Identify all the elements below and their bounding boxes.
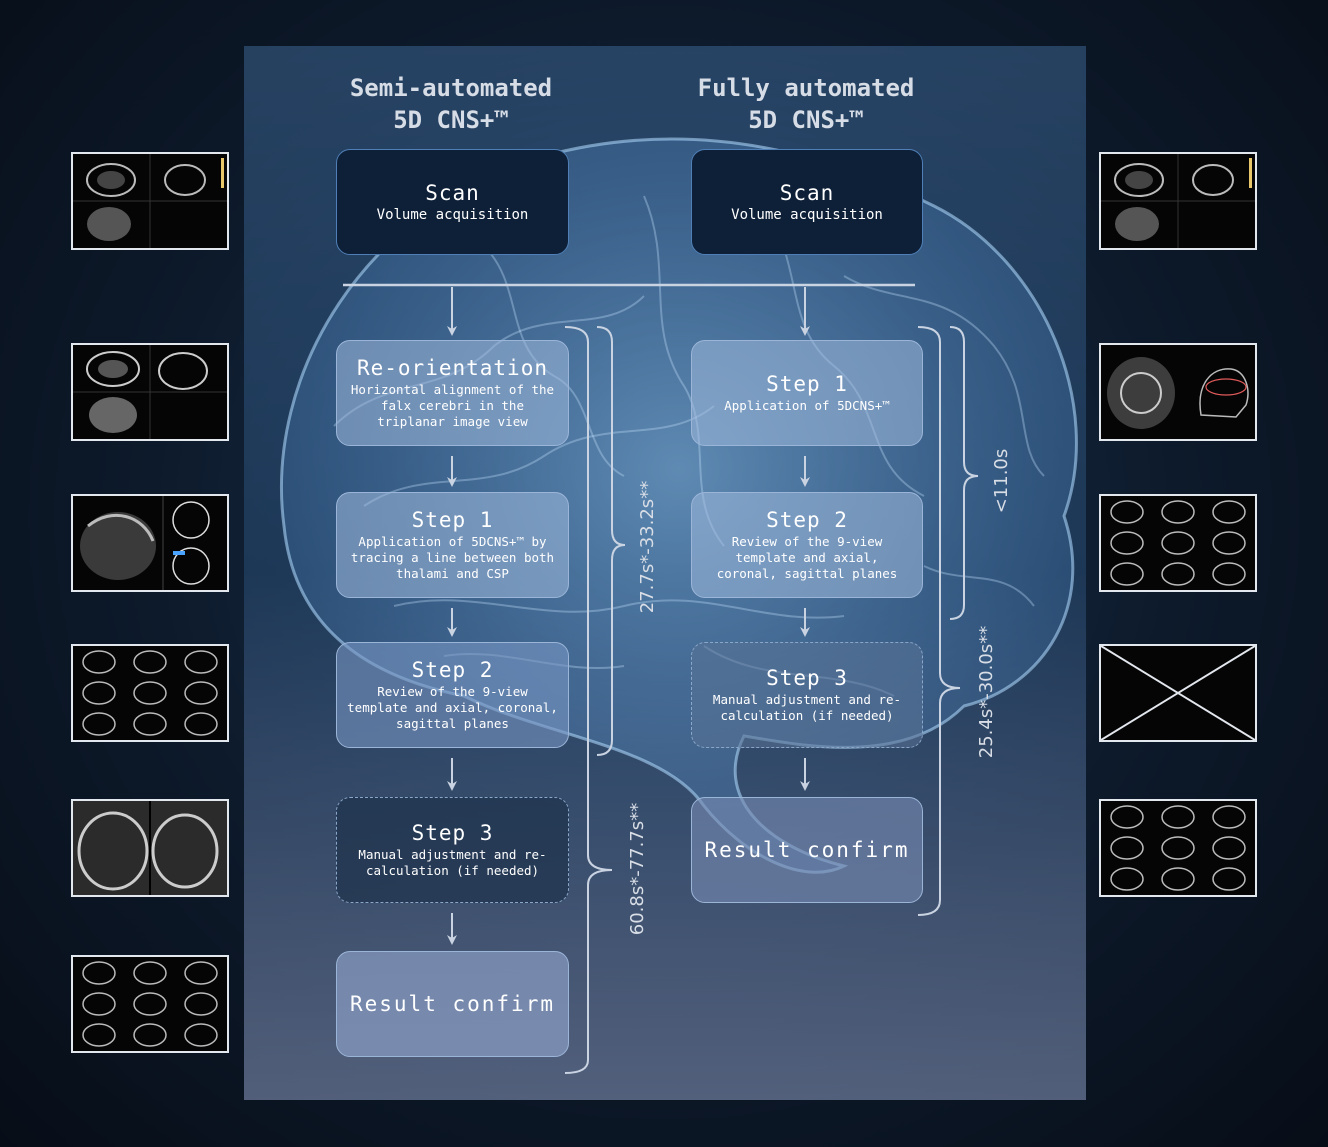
semi-step1-subtitle: Application of 5DCNS+™ by tracing a line… <box>350 534 555 581</box>
semi-step2-box: Step 2 Review of the 9-view template and… <box>336 642 569 748</box>
semi-step2-subtitle: Review of the 9-view template and axial,… <box>347 684 558 731</box>
semi-step1-thumbnail <box>71 494 229 592</box>
full-result-thumbnail <box>1099 799 1257 897</box>
full-step1-title: Step 1 <box>766 372 848 396</box>
semi-step3-title: Step 3 <box>411 821 494 845</box>
semi-result-box: Result confirm <box>336 951 569 1057</box>
semi-scan-box: Scan Volume acquisition <box>336 149 569 255</box>
full-step3-box: Step 3 Manual adjustment and re-calculat… <box>691 642 923 748</box>
full-step1-box: Step 1 Application of 5DCNS+™ <box>691 340 923 446</box>
semi-reorientation-title: Re-orientation <box>356 356 548 380</box>
semi-result-thumbnail <box>71 955 229 1053</box>
semi-step3-box: Step 3 Manual adjustment and re-calculat… <box>336 797 569 903</box>
fully-automated-title: Fully automated 5D CNS+™ <box>668 72 944 136</box>
full-step1-subtitle: Application of 5DCNS+™ <box>724 398 890 413</box>
full-scan-thumbnail <box>1099 152 1257 250</box>
full-step2-box: Step 2 Review of the 9-view template and… <box>691 492 923 598</box>
semi-automated-title: Semi-automated 5D CNS+™ <box>320 72 582 136</box>
full-step1-thumbnail <box>1099 343 1257 441</box>
semi-step1-title: Step 1 <box>411 508 494 532</box>
semi-result-title: Result confirm <box>349 992 555 1016</box>
full-total-time-label: 25.4s*-30.0s** <box>976 625 997 759</box>
full-scan-box: Scan Volume acquisition <box>691 149 923 255</box>
full-step2-subtitle: Review of the 9-view template and axial,… <box>716 534 898 581</box>
full-step3-placeholder <box>1099 644 1257 742</box>
full-step2-title: Step 2 <box>766 508 848 532</box>
semi-step1-box: Step 1 Application of 5DCNS+™ by tracing… <box>336 492 569 598</box>
full-result-title: Result confirm <box>704 838 910 862</box>
semi-title-line2: 5D CNS+™ <box>393 106 509 134</box>
semi-reorientation-box: Re-orientation Horizontal alignment of t… <box>336 340 569 446</box>
semi-scan-title: Scan <box>425 181 480 205</box>
full-title-line2: 5D CNS+™ <box>748 106 864 134</box>
full-scan-title: Scan <box>779 181 835 205</box>
full-steps-time-label: <11.0s <box>991 448 1012 514</box>
full-title-line1: Fully automated <box>697 74 915 102</box>
semi-step3-thumbnail <box>71 799 229 897</box>
semi-scan-subtitle: Volume acquisition <box>376 207 529 223</box>
semi-reorientation-subtitle: Horizontal alignment of the falx cerebri… <box>350 382 555 429</box>
semi-total-time-label: 60.8s*-77.7s** <box>627 802 648 936</box>
full-step3-subtitle: Manual adjustment and re-calculation (if… <box>712 692 902 723</box>
semi-step2-title: Step 2 <box>411 658 494 682</box>
full-step2-thumbnail <box>1099 494 1257 592</box>
full-scan-subtitle: Volume acquisition <box>731 207 883 223</box>
semi-steps-time-label: 27.7s*-33.2s** <box>637 480 658 614</box>
semi-title-line1: Semi-automated <box>349 74 553 102</box>
semi-step2-thumbnail <box>71 644 229 742</box>
semi-step3-subtitle: Manual adjustment and re-calculation (if… <box>358 847 547 878</box>
full-step3-title: Step 3 <box>766 666 848 690</box>
full-result-box: Result confirm <box>691 797 923 903</box>
semi-reorientation-thumbnail <box>71 343 229 441</box>
semi-scan-thumbnail <box>71 152 229 250</box>
